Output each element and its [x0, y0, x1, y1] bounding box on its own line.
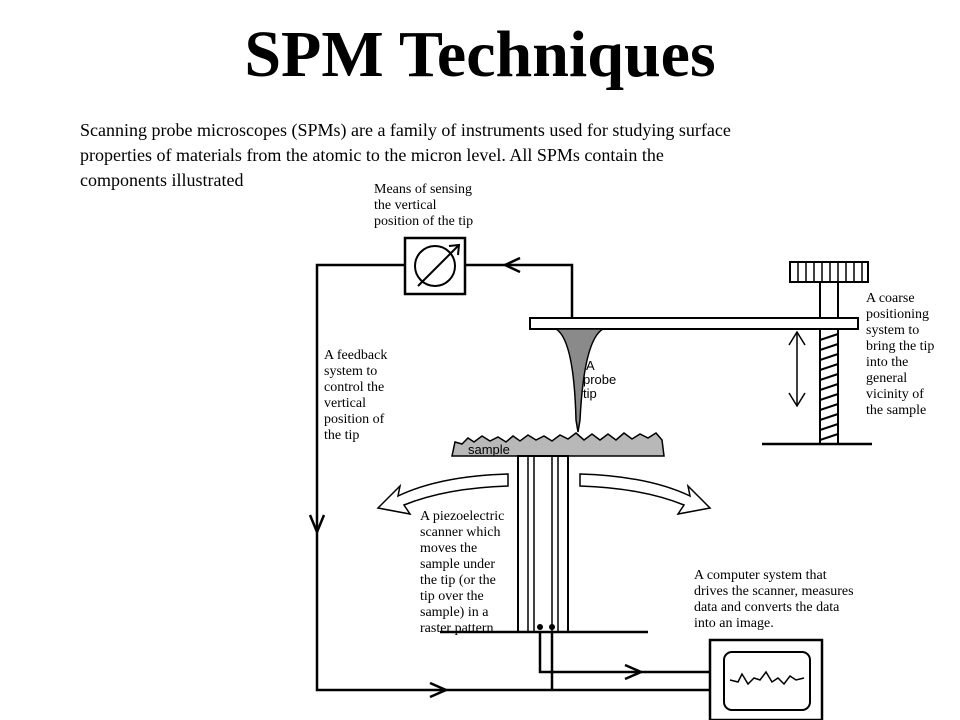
- label-sensing-line-1: Means of sensing: [374, 182, 472, 197]
- label-feedback-line-1: A feedback: [324, 348, 387, 363]
- label-coarse-line-4: bring the tip: [866, 339, 934, 354]
- label-piezo: A piezoelectric scanner which moves the …: [420, 509, 504, 636]
- label-piezo-line-5: the tip (or the: [420, 573, 496, 588]
- label-computer-line-3: data and converts the data: [694, 600, 840, 615]
- sensing-meter-icon: [403, 236, 467, 296]
- label-feedback-line-3: control the: [324, 380, 384, 395]
- intro-paragraph: Scanning probe microscopes (SPMs) are a …: [80, 118, 880, 193]
- label-computer-line-2: drives the scanner, measures: [694, 584, 854, 599]
- label-feedback: A feedback system to control the vertica…: [324, 348, 387, 443]
- label-probe: A probe tip: [583, 358, 616, 401]
- label-feedback-line-5: position of: [324, 412, 385, 427]
- label-sensing-line-2: the vertical: [374, 198, 437, 213]
- intro-line-1: Scanning probe microscopes (SPMs) are a …: [80, 120, 731, 140]
- label-piezo-line-7: sample) in a: [420, 605, 489, 620]
- piezo-scanner: [440, 455, 648, 634]
- label-coarse-line-1: A coarse: [866, 291, 915, 306]
- label-computer: A computer system that drives the scanne…: [694, 568, 854, 631]
- label-coarse: A coarse positioning system to bring the…: [866, 291, 934, 418]
- coarse-screw: [762, 261, 872, 446]
- label-coarse-line-7: vicinity of: [866, 387, 924, 402]
- label-computer-line-1: A computer system that: [694, 568, 827, 583]
- label-probe-line-2: probe: [583, 372, 616, 387]
- label-coarse-line-6: general: [866, 371, 907, 386]
- label-piezo-line-6: tip over the: [420, 589, 484, 604]
- cantilever: [529, 317, 859, 330]
- label-probe-line-1: A: [586, 358, 595, 373]
- scan-arrows: [376, 473, 712, 516]
- label-coarse-line-8: the sample: [866, 403, 926, 418]
- slide-title: SPM Techniques: [244, 18, 716, 91]
- label-feedback-line-2: system to: [324, 364, 377, 379]
- label-feedback-line-6: the tip: [324, 428, 359, 443]
- label-piezo-line-3: moves the: [420, 541, 477, 556]
- intro-line-2: properties of materials from the atomic …: [80, 145, 664, 165]
- label-piezo-line-1: A piezoelectric: [420, 509, 504, 524]
- label-sample: sample: [468, 442, 510, 457]
- vertical-double-arrow-icon: [788, 330, 806, 408]
- label-sensing-line-3: position of the tip: [374, 214, 473, 229]
- label-coarse-line-2: positioning: [866, 307, 929, 322]
- label-piezo-line-2: scanner which: [420, 525, 500, 540]
- label-computer-line-4: into an image.: [694, 616, 774, 631]
- feedback-loop: [308, 256, 710, 699]
- label-piezo-line-4: sample under: [420, 557, 495, 572]
- label-sensing: Means of sensing the vertical position o…: [374, 182, 473, 229]
- sample: [451, 432, 665, 457]
- computer-monitor-icon: [708, 638, 824, 720]
- label-coarse-line-3: system to: [866, 323, 919, 338]
- label-probe-line-3: tip: [583, 386, 597, 401]
- label-piezo-line-8: raster pattern: [420, 621, 493, 636]
- probe-tip: [553, 328, 606, 433]
- label-coarse-line-5: into the: [866, 355, 908, 370]
- label-feedback-line-4: vertical: [324, 396, 366, 411]
- intro-line-3: components illustrated: [80, 170, 244, 190]
